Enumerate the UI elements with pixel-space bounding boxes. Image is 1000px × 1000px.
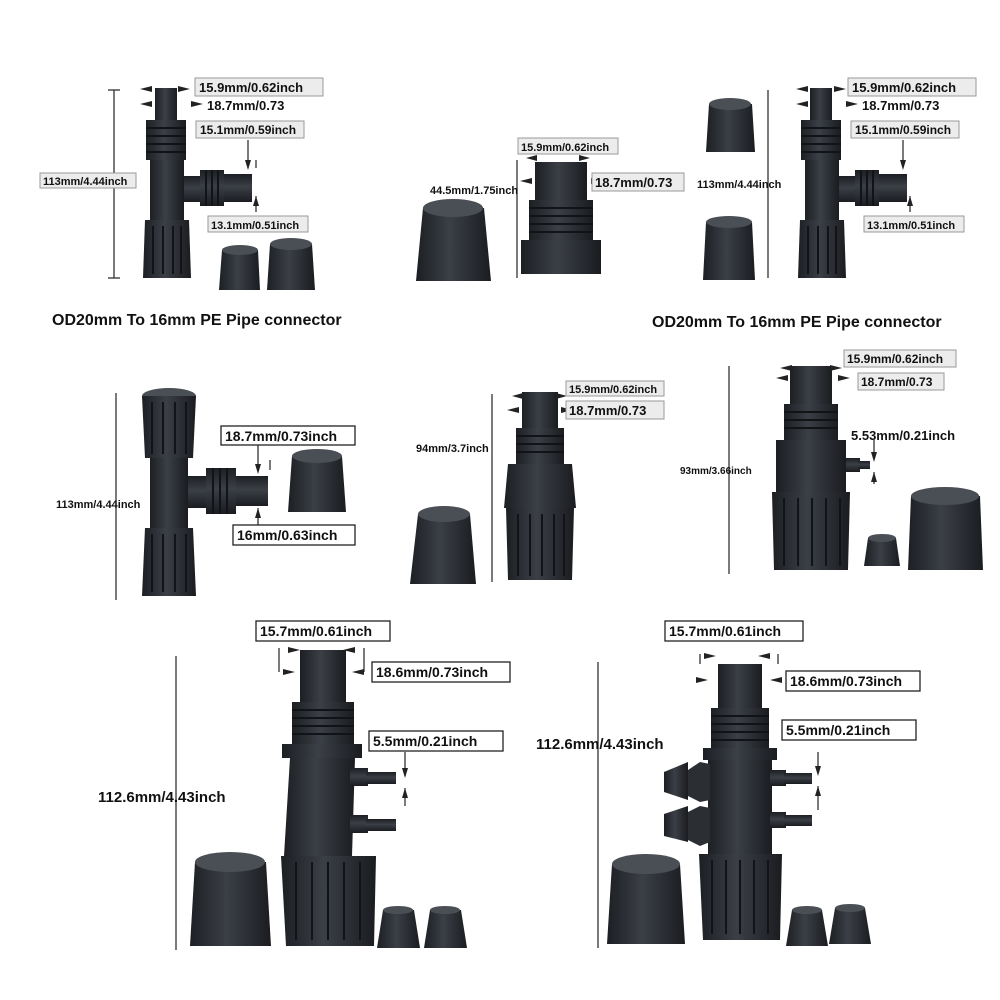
nut-photo	[416, 199, 491, 281]
panel-1: 15.9mm/0.62inch 18.7mm/0.73 15.1mm/0.59i…	[39, 77, 342, 329]
barbed-adapter-photo	[772, 366, 870, 570]
panel-5: 15.9mm/0.62inch 18.7mm/0.73 94mm/3.7inch	[410, 380, 665, 584]
dim-label: 18.7mm/0.73	[595, 175, 672, 190]
dim-label: 13.1mm/0.51inch	[867, 220, 955, 232]
dim-label: 18.6mm/0.73inch	[376, 664, 488, 680]
dim-label: 15.9mm/0.62inch	[847, 352, 943, 366]
product-caption: OD20mm To 16mm PE Pipe connector	[52, 312, 342, 329]
dim-label: 18.7mm/0.73	[207, 98, 284, 113]
nut-photo	[190, 852, 271, 946]
tee-connector-photo	[143, 88, 252, 278]
dim-label: 113mm/4.44inch	[697, 179, 782, 191]
dim-label: 5.5mm/0.21inch	[373, 733, 477, 749]
dim-label: 15.9mm/0.62inch	[521, 142, 609, 154]
dim-label: 15.9mm/0.62inch	[199, 80, 303, 95]
dim-label: 93mm/3.66inch	[680, 466, 752, 477]
dim-label: 18.7mm/0.73inch	[225, 428, 337, 444]
dim-label: 94mm/3.7inch	[416, 443, 489, 455]
dim-label: 18.7mm/0.73	[861, 375, 933, 389]
nut-photo	[410, 506, 476, 584]
dim-label: 112.6mm/4.43inch	[98, 789, 226, 806]
dim-label: 15.7mm/0.61inch	[669, 623, 781, 639]
dim-label: 15.9mm/0.62inch	[569, 384, 657, 396]
panel-2: 15.9mm/0.62inch 18.7mm/0.73 44.5mm/1.75i…	[416, 137, 685, 281]
cap-photo	[786, 904, 871, 946]
dim-label: 5.5mm/0.21inch	[786, 722, 890, 738]
nut-photo	[288, 449, 346, 512]
dim-label: 18.7mm/0.73	[862, 98, 939, 113]
product-caption: OD20mm To 16mm PE Pipe connector	[652, 314, 942, 331]
dim-label: 15.9mm/0.62inch	[852, 80, 956, 95]
manifold-photo	[664, 664, 812, 940]
dim-label: 18.7mm/0.73	[569, 403, 646, 418]
panel-7: 15.7mm/0.61inch 18.6mm/0.73inch 5.5mm/0.…	[98, 620, 511, 950]
dim-label: 15.1mm/0.59inch	[200, 123, 296, 137]
manifold-photo	[281, 650, 396, 946]
dim-label: 15.1mm/0.59inch	[855, 123, 951, 137]
dim-label: 5.53mm/0.21inch	[851, 428, 955, 443]
panel-6: 15.9mm/0.62inch 18.7mm/0.73 5.53mm/0.21i…	[680, 349, 983, 574]
dim-label: 18.6mm/0.73inch	[790, 673, 902, 689]
dim-label: 113mm/4.44inch	[56, 499, 141, 511]
dim-label: 112.6mm/4.43inch	[536, 736, 664, 753]
dim-label: 15.7mm/0.61inch	[260, 623, 372, 639]
cap-photo	[864, 534, 900, 566]
panel-3: 15.9mm/0.62inch 18.7mm/0.73 15.1mm/0.59i…	[652, 77, 977, 331]
straight-coupler-photo	[504, 392, 576, 580]
cap-photo	[377, 906, 467, 948]
dim-label: 113mm/4.44inch	[43, 176, 128, 188]
nut-photo	[908, 487, 983, 570]
tee-connector-photo	[798, 88, 907, 278]
nut-photo	[607, 854, 685, 944]
dim-label: 44.5mm/1.75inch	[430, 185, 518, 197]
dim-label: 16mm/0.63inch	[237, 527, 337, 543]
tee-connector-photo	[142, 388, 268, 596]
straight-adapter-photo	[521, 162, 601, 274]
nut-photo	[703, 98, 755, 280]
panel-8: 15.7mm/0.61inch 18.6mm/0.73inch 5.5mm/0.…	[536, 620, 921, 948]
dim-label: 13.1mm/0.51inch	[211, 220, 299, 232]
nut-photo	[219, 238, 315, 290]
panel-4: 18.7mm/0.73inch 16mm/0.63inch 113mm/4.44…	[56, 388, 356, 600]
